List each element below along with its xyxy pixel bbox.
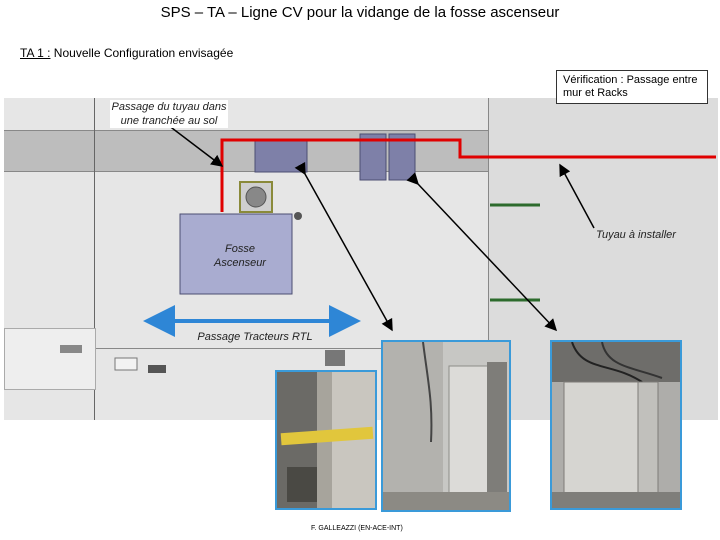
left-strip bbox=[4, 328, 96, 390]
photo-wall-rack bbox=[381, 340, 511, 512]
bottom-wall-line bbox=[94, 348, 484, 349]
label-tuyau-installer: Tuyau à installer bbox=[596, 229, 676, 241]
photo-racks bbox=[550, 340, 682, 510]
label-passage-tracteurs: Passage Tracteurs RTL bbox=[197, 331, 313, 343]
subtitle-rest: Nouvelle Configuration envisagée bbox=[50, 46, 234, 60]
arrow-tuyau bbox=[559, 163, 595, 229]
fosse-ascenseur bbox=[179, 213, 293, 295]
slide-subtitle: TA 1 : Nouvelle Configuration envisagée bbox=[20, 46, 233, 60]
arrow-verification-2 bbox=[406, 172, 558, 332]
subtitle-prefix: TA 1 : bbox=[20, 46, 51, 60]
label-passage-tuyau: Passage du tuyau dans une tranchée au so… bbox=[110, 100, 228, 128]
photo-measurement bbox=[275, 370, 377, 510]
arrow-trench bbox=[167, 124, 224, 167]
rack-left bbox=[254, 139, 308, 173]
callout-verification: Vérification : Passage entre mur et Rack… bbox=[556, 70, 708, 104]
slide-title: SPS – TA – Ligne CV pour la vidange de l… bbox=[160, 4, 560, 21]
footer-author: F. GALLEAZZI (EN-ACE-INT) bbox=[311, 525, 403, 532]
arrow-verification bbox=[294, 161, 393, 332]
left-wall-line bbox=[94, 98, 95, 420]
label-fosse: Fosse Ascenseur bbox=[214, 243, 266, 269]
